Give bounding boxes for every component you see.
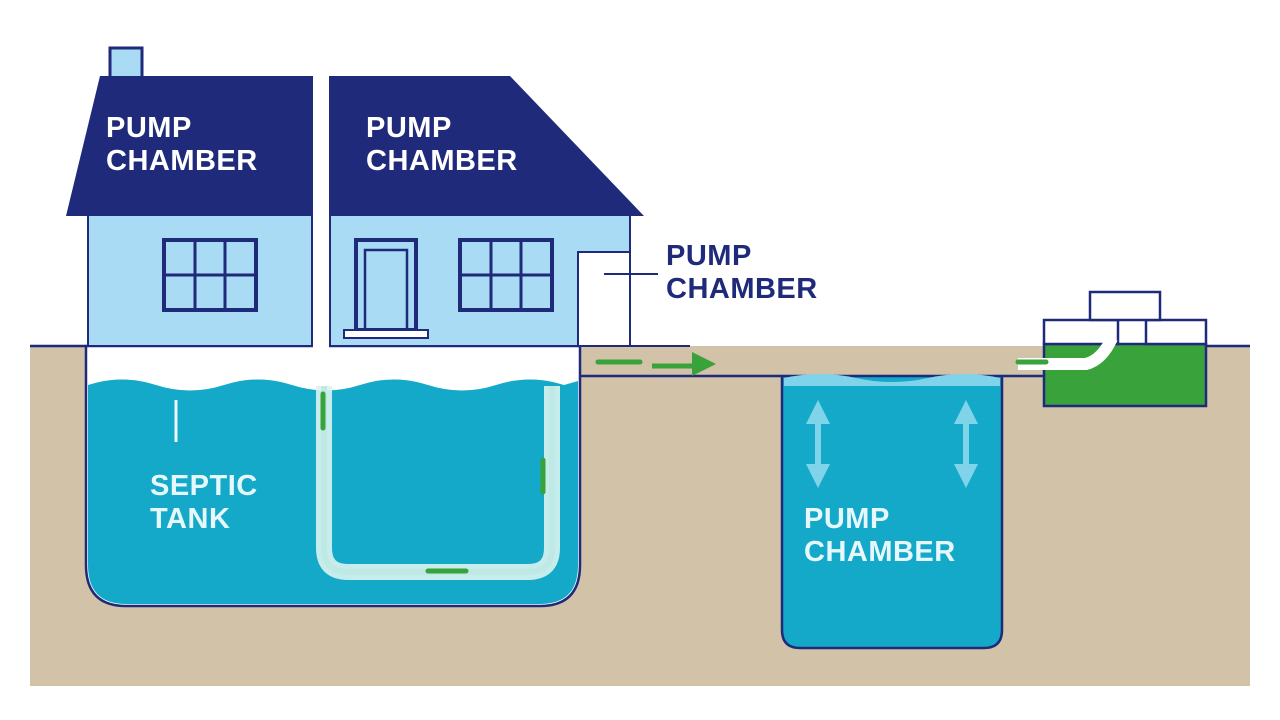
window-left bbox=[162, 238, 258, 312]
pump-chamber-label-line1: PUMP bbox=[804, 503, 890, 535]
roof-right-label-line1: PUMP bbox=[366, 112, 452, 144]
pump-chamber-label: PUMP CHAMBER bbox=[804, 503, 956, 569]
house-left-roof bbox=[66, 76, 312, 216]
septic-tank-label-line2: TANK bbox=[150, 503, 231, 535]
door bbox=[343, 238, 429, 339]
septic-tank-label: SEPTIC TANK bbox=[150, 470, 258, 536]
side-annex bbox=[577, 251, 631, 347]
flow-arrow bbox=[595, 345, 716, 376]
pump-chamber-surface bbox=[784, 374, 1000, 386]
septic-tank bbox=[84, 344, 582, 608]
septic-tank-label-line1: SEPTIC bbox=[150, 470, 258, 502]
outlet-pipe bbox=[316, 386, 560, 580]
roof-right-label: PUMP CHAMBER bbox=[366, 112, 518, 178]
roof-left-label: PUMP CHAMBER bbox=[106, 112, 258, 178]
side-label-line2: CHAMBER bbox=[666, 273, 818, 305]
septic-tank-water bbox=[88, 379, 578, 604]
inlet-pipe bbox=[1018, 335, 1118, 370]
side-label: PUMP CHAMBER bbox=[666, 240, 818, 306]
window-right bbox=[458, 238, 554, 312]
roof-right-label-line2: CHAMBER bbox=[366, 145, 518, 177]
distribution-box bbox=[1015, 290, 1208, 408]
pump-chamber-label-line2: CHAMBER bbox=[804, 536, 956, 568]
drain-field-green bbox=[1042, 342, 1208, 408]
side-label-line1: PUMP bbox=[666, 240, 752, 272]
level-arrow-right bbox=[954, 400, 978, 488]
ground-line bbox=[30, 344, 1250, 378]
roof-left-label-line1: PUMP bbox=[106, 112, 192, 144]
pump-chamber bbox=[780, 374, 1004, 650]
house-right-roof bbox=[330, 76, 644, 216]
roof-left-label-line2: CHAMBER bbox=[106, 145, 258, 177]
pump-chamber-pit bbox=[780, 374, 1004, 650]
house bbox=[66, 40, 658, 386]
level-arrow-left bbox=[806, 400, 830, 488]
